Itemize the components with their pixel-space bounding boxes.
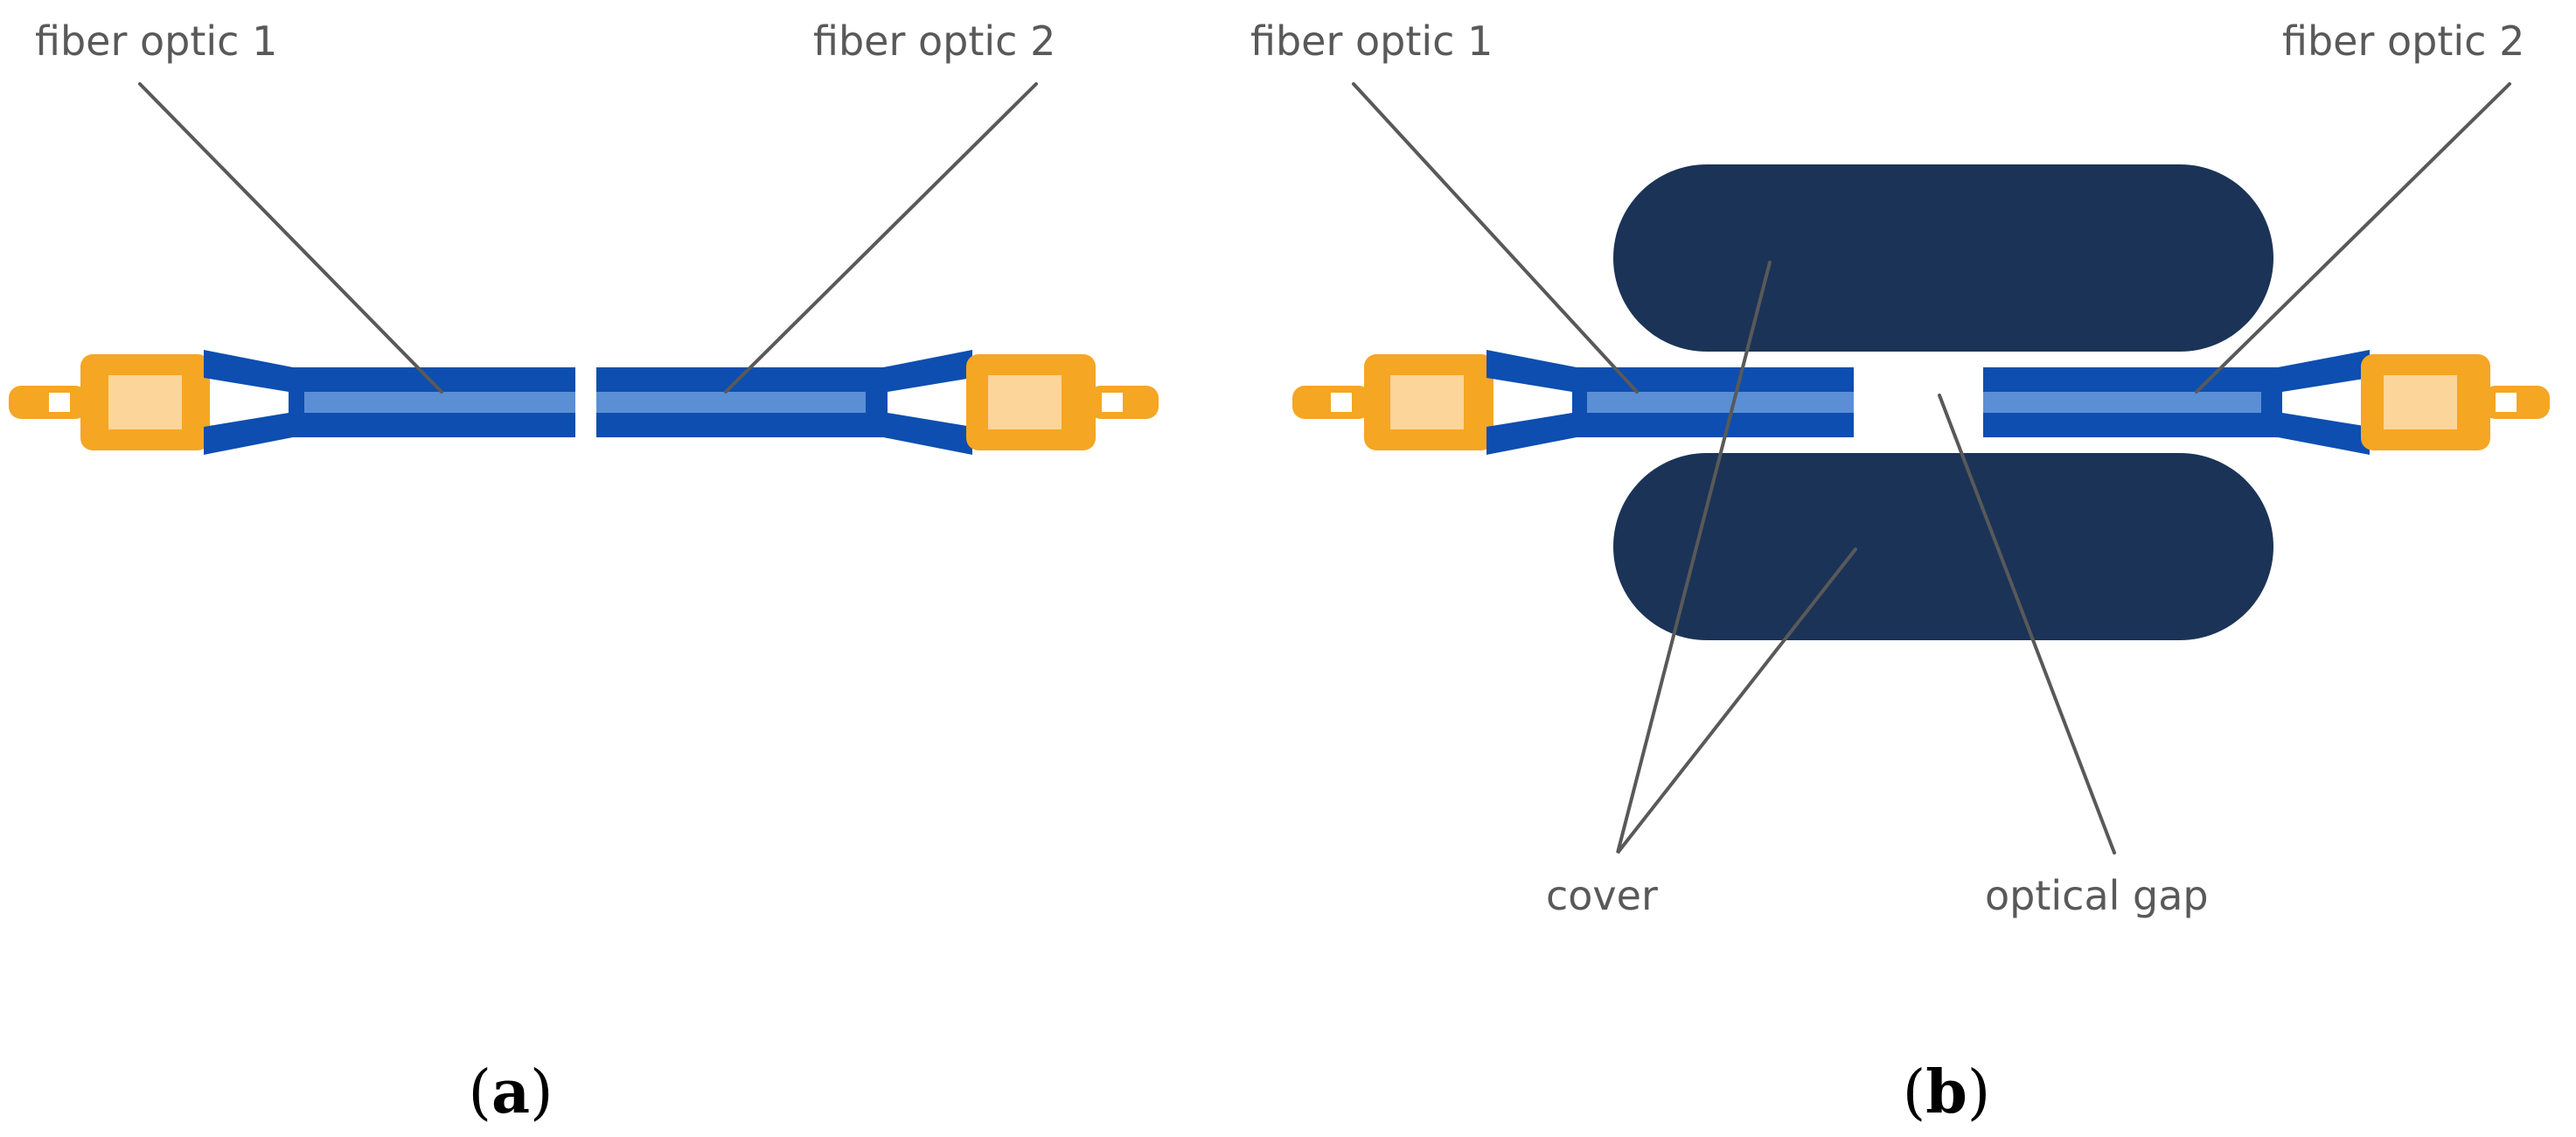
connector-tip-window-right: [1102, 393, 1123, 412]
panel-a: fiber optic 1 fiber optic 2 (a): [9, 17, 1159, 1127]
connector-inner-left-b: [1390, 375, 1464, 429]
label-fiber-optic-2-b: fiber optic 2: [2282, 17, 2524, 65]
leader-fiber-2-a: [724, 82, 1038, 394]
label-fiber-optic-2-a: fiber optic 2: [813, 17, 1055, 65]
connector-tip-window-right-b: [2496, 393, 2517, 412]
leader-cover: [1616, 261, 1857, 854]
fiber-optic-1-assembly-b: [1292, 350, 1854, 455]
fiber-taper-left-b: [1486, 350, 1577, 455]
cover-bottom: [1613, 453, 2273, 640]
label-fiber-optic-1-b: fiber optic 1: [1250, 17, 1493, 65]
fiber-optic-2-assembly-b: [1983, 350, 2550, 455]
fiber-optic-2-core-b: [1983, 392, 2261, 413]
panel-label-a: (a): [468, 1057, 553, 1127]
connector-tip-window-b: [1331, 393, 1352, 412]
label-fiber-optic-1-a: fiber optic 1: [35, 17, 277, 65]
leader-fiber-1-b: [1352, 82, 1639, 394]
fiber-optic-2-assembly: [596, 350, 1159, 455]
fiber-optic-2-core: [596, 392, 866, 413]
connector-inner-right: [988, 375, 1062, 429]
fiber-taper-right-b: [2278, 350, 2370, 455]
leader-fiber-1-a: [138, 82, 443, 394]
fiber-optic-1-core: [304, 392, 575, 413]
label-optical-gap: optical gap: [1985, 872, 2209, 919]
connector-tip-right: [1089, 386, 1159, 419]
panel-b: fiber optic 1 fiber optic 2 cover optica…: [1250, 17, 2550, 1127]
fiber-optic-1-core-b: [1587, 392, 1854, 413]
connector-tip-left: [9, 386, 87, 419]
cover-top: [1613, 164, 2273, 352]
fiber-taper-left: [204, 350, 293, 455]
panel-label-b: (b): [1903, 1057, 1991, 1127]
connector-tip-window: [49, 393, 70, 412]
connector-inner-right-b: [2384, 375, 2457, 429]
leader-fiber-2-b: [2195, 82, 2511, 394]
leader-optical-gap: [1938, 394, 2116, 854]
fiber-optic-1-assembly: [9, 350, 575, 455]
connector-inner-left: [108, 375, 182, 429]
fiber-taper-right: [883, 350, 972, 455]
label-cover: cover: [1546, 872, 1658, 919]
